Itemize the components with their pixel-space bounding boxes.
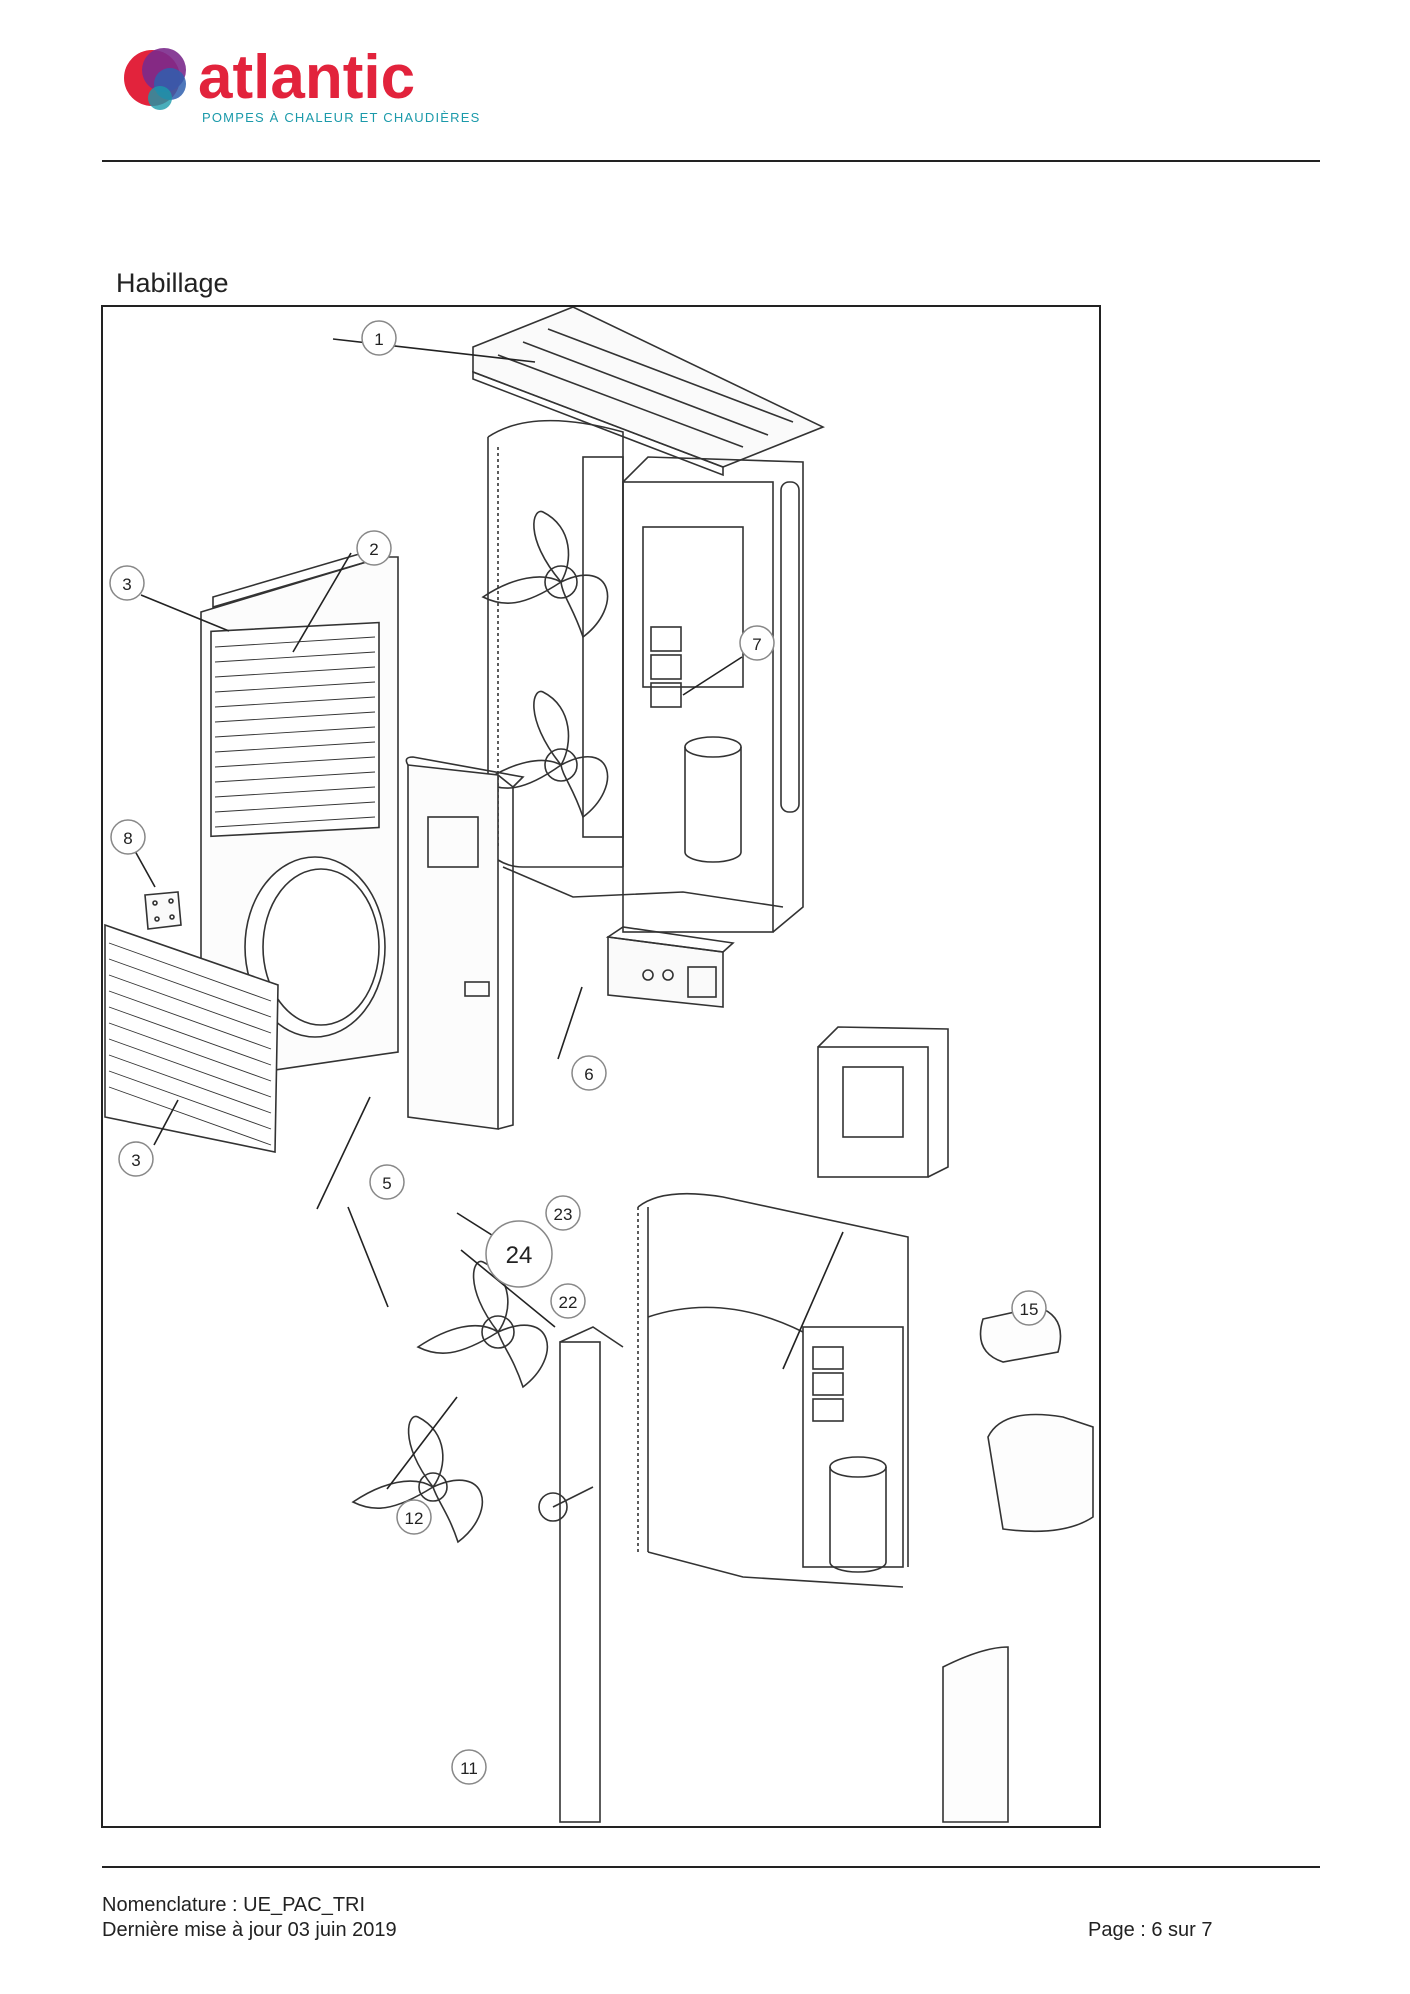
exploded-view-drawing bbox=[104, 307, 1094, 1823]
lower-fan-assembly-part bbox=[351, 1260, 624, 1823]
footer-rule bbox=[102, 1866, 1320, 1868]
callout-15: 15 bbox=[1011, 1290, 1047, 1326]
callout-11: 11 bbox=[451, 1749, 487, 1785]
lower-grille-part bbox=[104, 923, 279, 1153]
logo-wordmark: atlantic bbox=[198, 43, 415, 112]
svg-text:1: 1 bbox=[374, 330, 383, 349]
callout-23: 23 bbox=[545, 1195, 581, 1231]
callout-2: 2 bbox=[356, 530, 392, 566]
side-panel-part bbox=[405, 756, 525, 1130]
svg-text:12: 12 bbox=[405, 1509, 424, 1528]
logo-mark-icon bbox=[124, 48, 186, 110]
footer-updated: Dernière mise à jour 03 juin 2019 bbox=[102, 1919, 397, 1941]
electrical-module-part bbox=[817, 1026, 949, 1178]
callout-8: 8 bbox=[110, 819, 146, 855]
header-rule bbox=[102, 160, 1320, 162]
svg-text:5: 5 bbox=[382, 1174, 391, 1193]
upper-fan-blades-part bbox=[481, 510, 609, 819]
footer-page-number: Page : 6 sur 7 bbox=[1088, 1919, 1213, 1941]
svg-text:23: 23 bbox=[554, 1205, 573, 1224]
svg-text:24: 24 bbox=[506, 1242, 533, 1269]
logo-tagline: POMPES À CHALEUR ET CHAUDIÈRES bbox=[202, 110, 480, 125]
curved-side-panels-part bbox=[942, 1306, 1094, 1823]
svg-text:15: 15 bbox=[1020, 1300, 1039, 1319]
footer-nomenclature: Nomenclature : UE_PAC_TRI bbox=[102, 1894, 366, 1916]
svg-text:11: 11 bbox=[460, 1759, 478, 1778]
exploded-view-figure: 1 2 3 7 8 3 6 5 bbox=[101, 305, 1101, 1828]
callout-24: 24 bbox=[485, 1220, 553, 1288]
control-box-cover-part bbox=[605, 926, 735, 1008]
svg-text:6: 6 bbox=[584, 1065, 593, 1084]
atlantic-logo: atlantic POMPES À CHALEUR ET CHAUDIÈRES bbox=[124, 43, 480, 125]
svg-text:2: 2 bbox=[369, 540, 378, 559]
callout-6: 6 bbox=[571, 1055, 607, 1091]
svg-text:3: 3 bbox=[131, 1151, 140, 1170]
svg-text:7: 7 bbox=[752, 635, 761, 654]
top-cover-part bbox=[472, 307, 825, 477]
callout-3-upper: 3 bbox=[109, 565, 145, 601]
svg-text:3: 3 bbox=[122, 575, 131, 594]
callout-3-lower: 3 bbox=[118, 1141, 154, 1177]
callouts-layer: 1 2 3 7 8 3 6 5 bbox=[109, 320, 1047, 1785]
svg-text:22: 22 bbox=[559, 1293, 578, 1312]
svg-text:8: 8 bbox=[123, 829, 132, 848]
callout-22: 22 bbox=[550, 1283, 586, 1319]
callout-5: 5 bbox=[369, 1164, 405, 1200]
callout-7: 7 bbox=[739, 625, 775, 661]
section-title: Habillage bbox=[116, 268, 229, 298]
small-plate-part bbox=[144, 891, 182, 930]
callout-12: 12 bbox=[396, 1499, 432, 1535]
callout-1: 1 bbox=[361, 320, 397, 356]
lower-casing-part bbox=[637, 1192, 909, 1588]
